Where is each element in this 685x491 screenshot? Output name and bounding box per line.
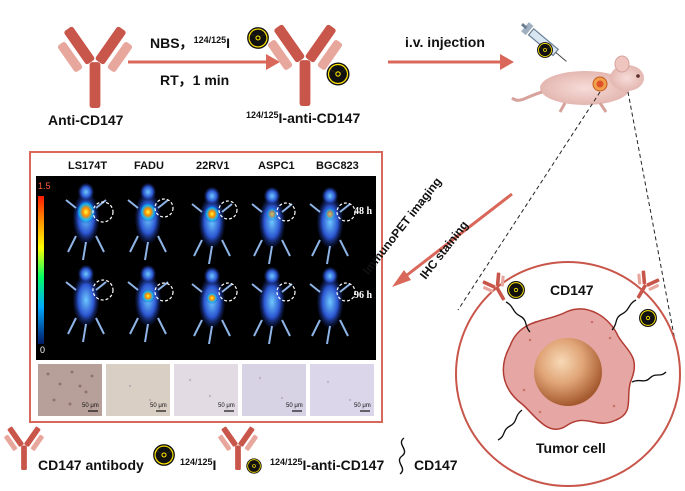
- reaction-condition-bottom: RT，1 min: [160, 72, 230, 88]
- cd147-receptors: [497, 299, 667, 441]
- mouse-icon: [511, 55, 644, 113]
- scalebar-label-3: 50 μm: [218, 403, 235, 409]
- timepoint-96h: 96 h: [354, 290, 373, 301]
- scale-min-label: 0: [40, 345, 46, 355]
- pet-mice-row-96h: [65, 264, 351, 345]
- radiation-icon: [638, 309, 658, 328]
- cell-title: CD147: [550, 282, 594, 298]
- tumor-markers: [92, 198, 356, 302]
- scalebar-label-5: 50 μm: [354, 403, 371, 409]
- cell-nucleus: [534, 338, 602, 406]
- legend-antibody-label: CD147 antibody: [38, 457, 144, 473]
- legend-isotope-label: 124/125I: [180, 457, 217, 473]
- legend-labeled-label: 124/125I-anti-CD147: [270, 457, 385, 473]
- scalebar-label-4: 50 μm: [286, 403, 303, 409]
- radiation-icon: [536, 42, 554, 59]
- injection-label: i.v. injection: [405, 34, 485, 50]
- legend-cd147-label: CD147: [414, 457, 458, 473]
- color-scale-bar: [38, 196, 44, 344]
- column-header-1: LS174T: [68, 160, 108, 172]
- cell-caption: Tumor cell: [536, 440, 606, 456]
- radiation-icon: [506, 281, 526, 300]
- column-header-5: BGC823: [316, 160, 359, 172]
- timepoint-48h: 48 h: [354, 206, 373, 217]
- reaction-condition-top: NBS，124/125I: [150, 35, 230, 51]
- anti-cd147-antibody-icon: [52, 25, 138, 109]
- pet-mice-row-48h: [65, 182, 351, 265]
- antibody-label: Anti-CD147: [48, 112, 124, 128]
- legend-radiation-icon: [245, 458, 263, 474]
- labeled-antibody-label: 124/125I-anti-CD147: [246, 110, 361, 126]
- radiation-icon: [246, 27, 270, 50]
- scalebar-label-1: 50 μm: [82, 403, 99, 409]
- column-header-4: ASPC1: [258, 160, 295, 172]
- column-header-2: FADU: [134, 160, 164, 172]
- imaging-arrow: [397, 192, 513, 284]
- scale-max-label: 1.5: [38, 181, 51, 191]
- legend-radiation-icon: [152, 444, 176, 467]
- column-header-3: 22RV1: [196, 160, 230, 172]
- ihc-tiles: [38, 364, 374, 416]
- legend-cd147-icon: [398, 437, 406, 475]
- radiation-icon: [325, 62, 351, 86]
- scalebar-label-2: 50 μm: [150, 403, 167, 409]
